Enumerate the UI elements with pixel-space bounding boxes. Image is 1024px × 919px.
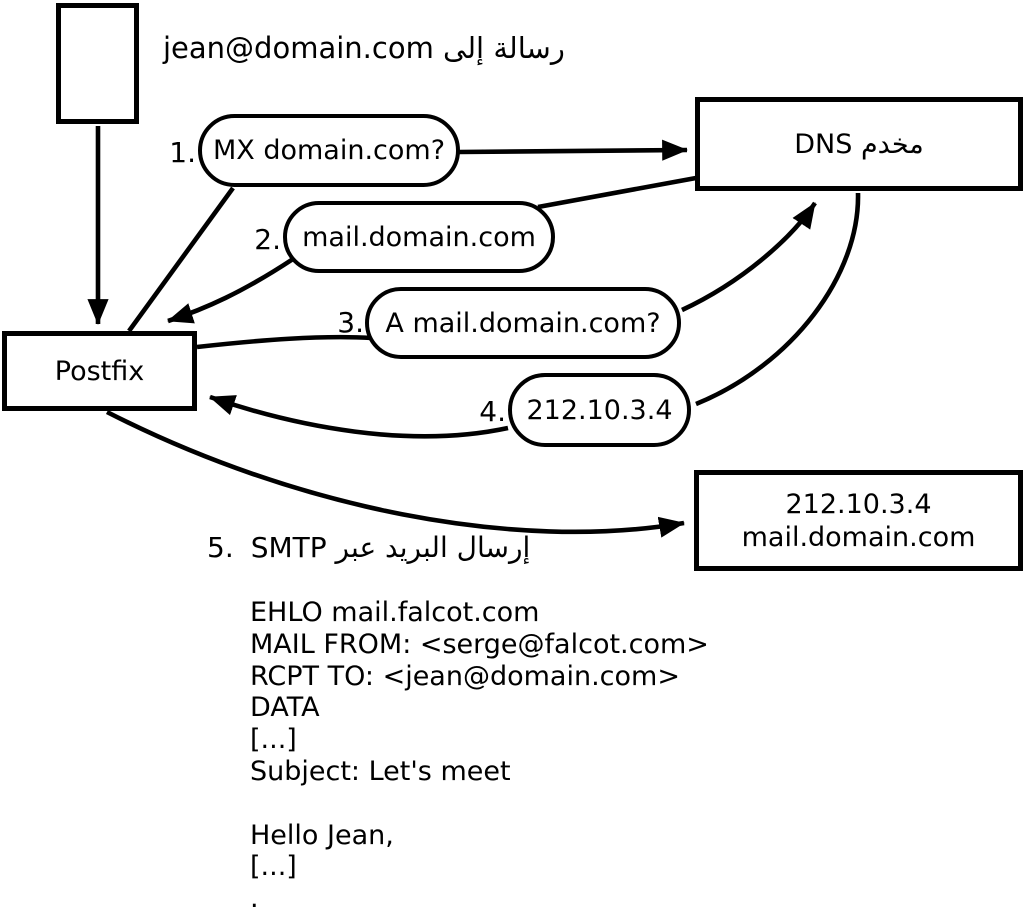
arrow-step1-to-dns	[458, 139, 688, 161]
step1-number: 1.	[169, 136, 196, 169]
line-dns-to-step4	[695, 192, 861, 407]
smtp-line: MAIL FROM: <serge@falcot.com>	[250, 628, 709, 660]
step4-response-text: 212.10.3.4	[526, 394, 673, 426]
step2-response-text: mail.domain.com	[302, 221, 536, 253]
arrow-step3-to-dns	[681, 201, 817, 313]
destination-node: 212.10.3.4 mail.domain.com	[694, 470, 1023, 571]
smtp-line: Hello Jean,	[250, 819, 394, 851]
sender-node	[56, 3, 139, 124]
line-postfix-to-step1	[127, 186, 235, 333]
smtp-line: EHLO mail.falcot.com	[250, 597, 540, 628]
smtp-line: [...]	[250, 851, 297, 883]
step5-text: إرسال البريد عبر SMTP	[250, 531, 531, 564]
smtp-line: RCPT TO: <jean@domain.com>	[250, 660, 680, 692]
smtp-line: [...]	[250, 724, 297, 756]
destination-hostname: mail.domain.com	[741, 521, 976, 553]
step3-number: 3.	[337, 306, 364, 339]
step4-response-bubble: 212.10.3.4	[508, 373, 691, 447]
destination-ip: 212.10.3.4	[785, 488, 932, 520]
line-dns-to-step2	[537, 175, 697, 210]
message-label: رسالة إلى jean@domain.com	[163, 31, 565, 65]
smtp-line: Subject: Let's meet	[250, 755, 511, 787]
step2-response-bubble: mail.domain.com	[283, 201, 555, 273]
smtp-session-transcript: EHLO mail.falcot.com MAIL FROM: <serge@f…	[250, 597, 709, 915]
arrow-step2-to-postfix	[167, 257, 295, 324]
step5-label: 5. إرسال البريد عبر SMTP	[207, 531, 530, 565]
step3-query-bubble: A mail.domain.com?	[365, 287, 681, 359]
postfix-node: Postfix	[2, 331, 197, 411]
step1-query-bubble: MX domain.com?	[198, 114, 460, 187]
dns-node-label: مخدم DNS	[794, 128, 924, 160]
smtp-line: .	[250, 883, 259, 915]
smtp-line	[250, 788, 709, 820]
step4-number: 4.	[479, 395, 506, 428]
postfix-node-label: Postfix	[54, 355, 145, 387]
message-label-text: رسالة إلى jean@domain.com	[163, 31, 565, 65]
step3-query-text: A mail.domain.com?	[385, 307, 661, 339]
smtp-line: DATA	[250, 692, 320, 724]
dns-node: مخدم DNS	[695, 97, 1023, 191]
step1-query-text: MX domain.com?	[212, 135, 446, 166]
step5-number: 5.	[207, 531, 234, 564]
step2-number: 2.	[254, 223, 281, 256]
